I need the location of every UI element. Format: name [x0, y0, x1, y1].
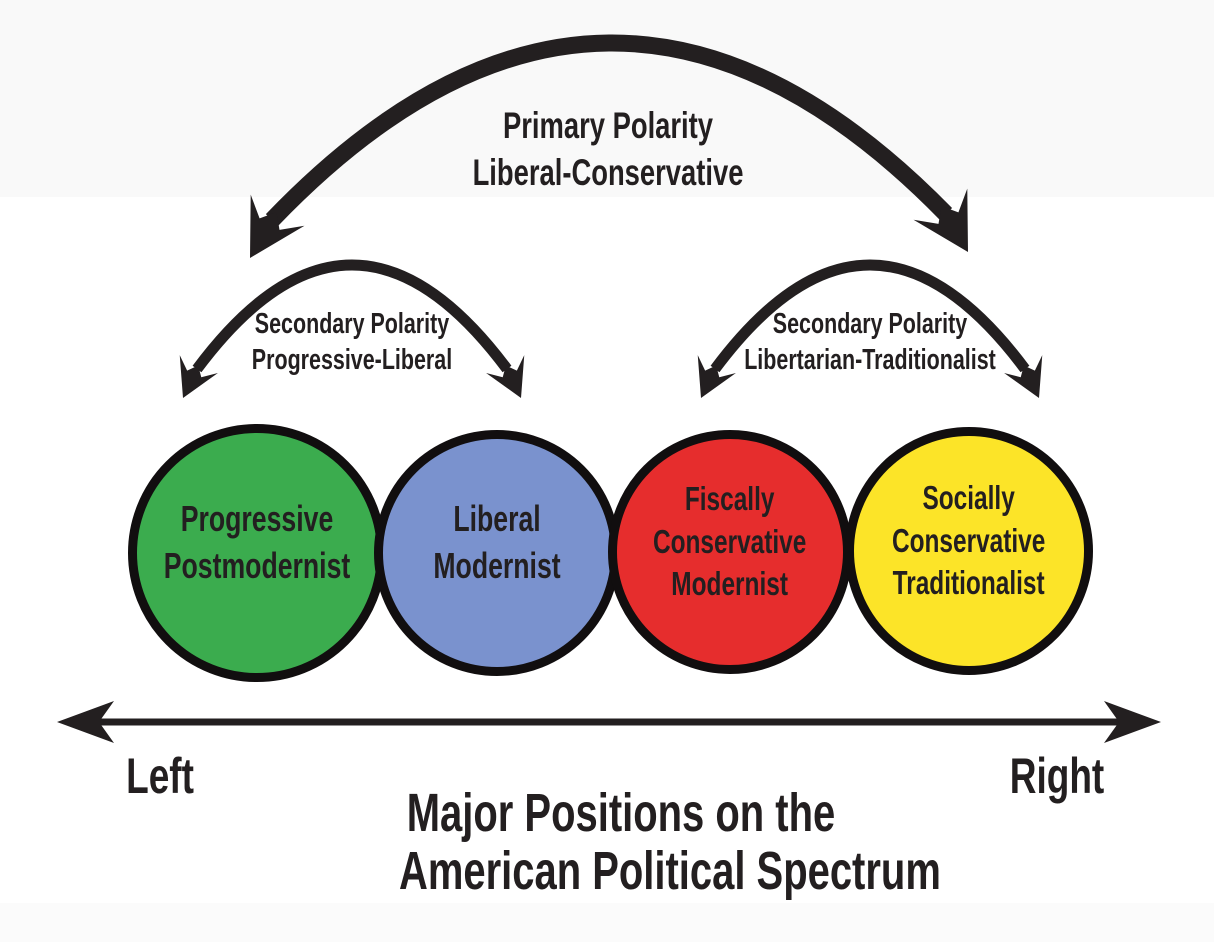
secondary-right-arc-right-arrowhead-icon — [1004, 355, 1043, 398]
title-line1: Major Positions on the — [406, 783, 836, 843]
secondary-right-arc-left-arrowhead-icon — [697, 355, 736, 398]
circle-fiscally-conservative-modernist-label: Fiscally Conservative Modernist — [653, 478, 806, 607]
label-line: Socially — [922, 478, 1016, 516]
secondary-left-arc — [192, 259, 512, 373]
label-line: Liberal — [453, 498, 541, 540]
secondary-left-line2: Progressive-Liberal — [251, 344, 453, 376]
label-line: Conservative — [653, 522, 807, 560]
arrowhead-shape — [486, 355, 525, 398]
arrowhead-shape — [1004, 355, 1043, 398]
circle-liberal-modernist-label: Liberal Modernist — [433, 496, 560, 590]
circle-socially-conservative-traditionalist: Socially Conservative Traditionalist — [845, 427, 1093, 675]
primary-arc-left-arrowhead-icon — [250, 194, 305, 258]
axis-left-label: Left — [126, 748, 194, 804]
arrowhead-shape — [250, 194, 305, 258]
primary-polarity-arc — [265, 34, 953, 226]
diagram-title: Major Positions on the American Politica… — [399, 783, 941, 901]
primary-polarity-line2: Liberal-Conservative — [472, 152, 744, 193]
circle-socially-conservative-traditionalist-label: Socially Conservative Traditionalist — [892, 477, 1045, 606]
label-line: Postmodernist — [163, 545, 351, 586]
circle-progressive-postmodernist: Progressive Postmodernist — [128, 424, 386, 682]
label-line: Modernist — [671, 565, 789, 603]
primary-polarity-line1: Primary Polarity — [502, 105, 714, 146]
secondary-right-arc — [710, 259, 1030, 373]
circle-fiscally-conservative-modernist: Fiscally Conservative Modernist — [608, 430, 852, 674]
circle-liberal-modernist: Liberal Modernist — [374, 430, 620, 676]
arrowhead-shape — [179, 355, 218, 398]
secondary-left-arc-left-arrowhead-icon — [179, 355, 218, 398]
secondary-polarity-right-label: Secondary Polarity Libertarian-Tradition… — [648, 306, 1092, 378]
secondary-right-line1: Secondary Polarity — [772, 308, 968, 340]
primary-arc-right-arrowhead-icon — [913, 188, 968, 252]
axis-right-label: Right — [1009, 748, 1105, 804]
secondary-left-line1: Secondary Polarity — [254, 308, 450, 340]
title-line2: American Political Spectrum — [399, 841, 941, 901]
secondary-left-arc-right-arrowhead-icon — [486, 355, 525, 398]
secondary-polarity-left-label: Secondary Polarity Progressive-Liberal — [130, 306, 574, 378]
arrowhead-shape — [913, 188, 968, 252]
label-line: Progressive — [180, 498, 334, 540]
label-line: Fiscally — [685, 479, 775, 517]
axis-left-arrowhead-icon — [57, 701, 114, 743]
primary-polarity-label: Primary Polarity Liberal-Conservative — [386, 102, 830, 196]
axis-right-arrowhead-icon — [1104, 701, 1161, 743]
label-line: Traditionalist — [892, 564, 1045, 602]
arrowhead-shape — [697, 355, 736, 398]
label-line: Conservative — [892, 521, 1046, 559]
circle-progressive-postmodernist-label: Progressive Postmodernist — [164, 496, 351, 590]
secondary-right-line2: Libertarian-Traditionalist — [744, 344, 996, 376]
label-line: Modernist — [433, 545, 561, 586]
